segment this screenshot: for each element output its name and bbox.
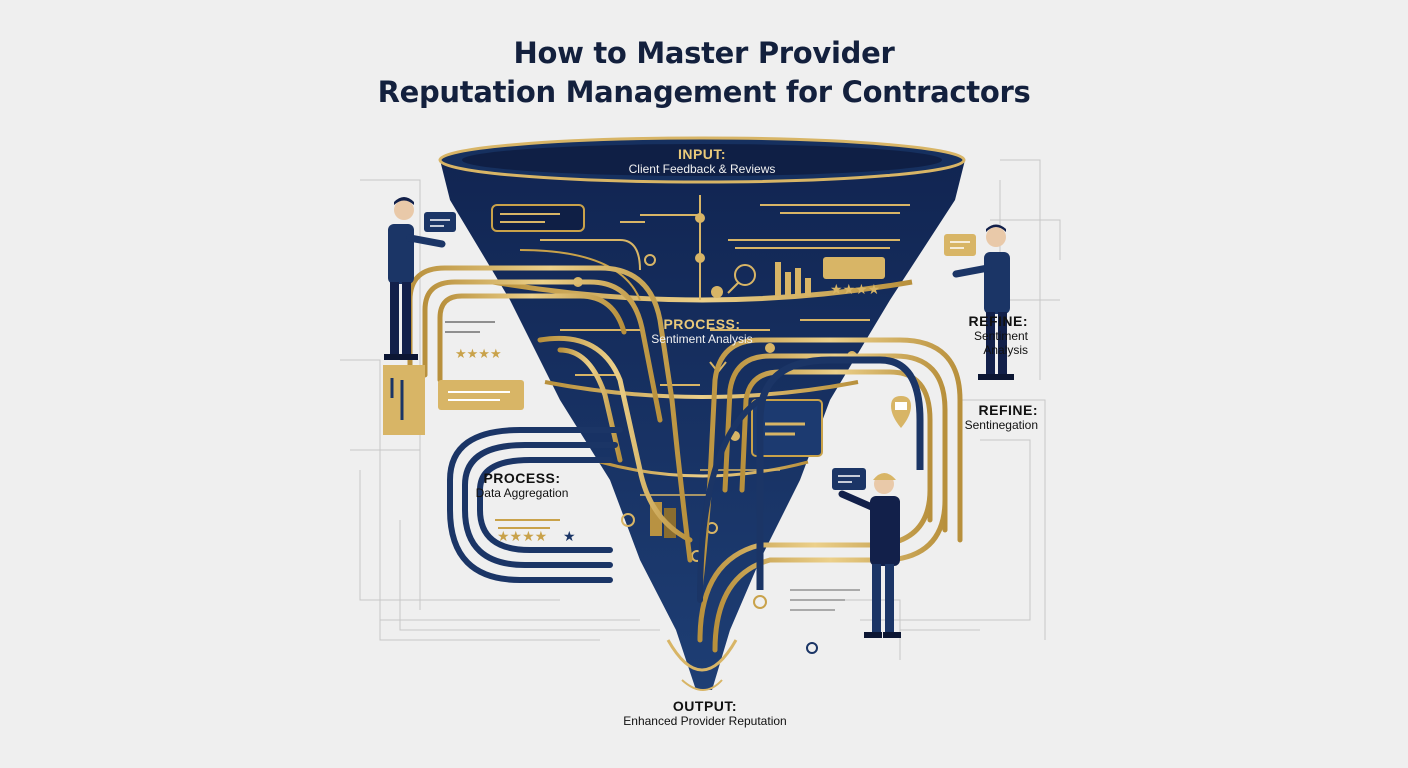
stage-refine-1-heading: REFINE:: [968, 313, 1028, 329]
stage-refine-1: REFINE: Sentiment Analysis: [928, 313, 1029, 357]
stage-process-1-heading: PROCESS:: [663, 316, 741, 332]
chat-bubble-icon: [944, 234, 976, 256]
funnel-details: ★★★★: [491, 195, 910, 562]
star-rating-icon: ★★★★: [830, 281, 880, 297]
stage-input-heading: INPUT:: [677, 146, 727, 162]
stage-refine-2: REFINE: Sentinegation: [948, 402, 1038, 432]
funnel-band-3: [599, 460, 809, 478]
title-line-1: How to Master Provider: [513, 36, 895, 70]
funnel-band-1: [492, 279, 913, 303]
stage-input-text: Client Feedback & Reviews: [628, 162, 776, 176]
chat-bubble-icon: [491, 204, 585, 232]
stage-process-2-heading: PROCESS:: [483, 470, 561, 486]
stage-output-heading: OUTPUT:: [672, 698, 738, 714]
stage-output: OUTPUT: Enhanced Provider Reputation: [580, 698, 830, 728]
stage-process-1: PROCESS: Sentiment Analysis: [602, 316, 802, 346]
hardhat-worker-icon: [832, 468, 901, 638]
left-cards: ★★★★ ★★★★ ★: [383, 321, 576, 544]
stage-process-2-text: Data Aggregation: [475, 486, 569, 500]
magnifier-icon: [734, 264, 756, 286]
chat-bubble-icon: [424, 212, 456, 232]
bar-chart-icon-1: [775, 262, 781, 296]
funnel-spout: [666, 639, 738, 672]
svg-text:★: ★: [563, 528, 576, 544]
stage-input: INPUT: Client Feedback & Reviews: [602, 146, 802, 176]
stage-refine-2-text: Sentinegation: [964, 418, 1038, 432]
stage-output-text: Enhanced Provider Reputation: [623, 714, 787, 728]
stage-process-1-text: Sentiment Analysis: [651, 332, 753, 346]
chat-bubble-icon: [832, 468, 866, 490]
stage-refine-2-heading: REFINE:: [978, 402, 1038, 418]
right-cards: [753, 589, 860, 654]
star-rating-icon: ★★★★: [455, 346, 502, 361]
star-rating-icon: ★★★★: [497, 528, 547, 544]
title-line-2: Reputation Management for Contractors: [377, 75, 1031, 109]
navy-pipes: [447, 397, 763, 603]
stage-refine-1-text: Sentiment Analysis: [973, 329, 1028, 357]
funnel-band-2: [544, 380, 859, 399]
navy-pipes-right: [756, 356, 924, 590]
location-pin-icon: [891, 396, 911, 428]
person-right-top: [944, 224, 1014, 380]
rating-card: [823, 257, 885, 279]
page-title: How to Master Provider Reputation Manage…: [0, 34, 1408, 112]
funnel: [438, 136, 966, 691]
person-left: [384, 197, 456, 360]
gold-pipes: [407, 265, 963, 653]
stage-process-2: PROCESS: Data Aggregation: [462, 470, 582, 500]
chat-card: [438, 380, 524, 410]
